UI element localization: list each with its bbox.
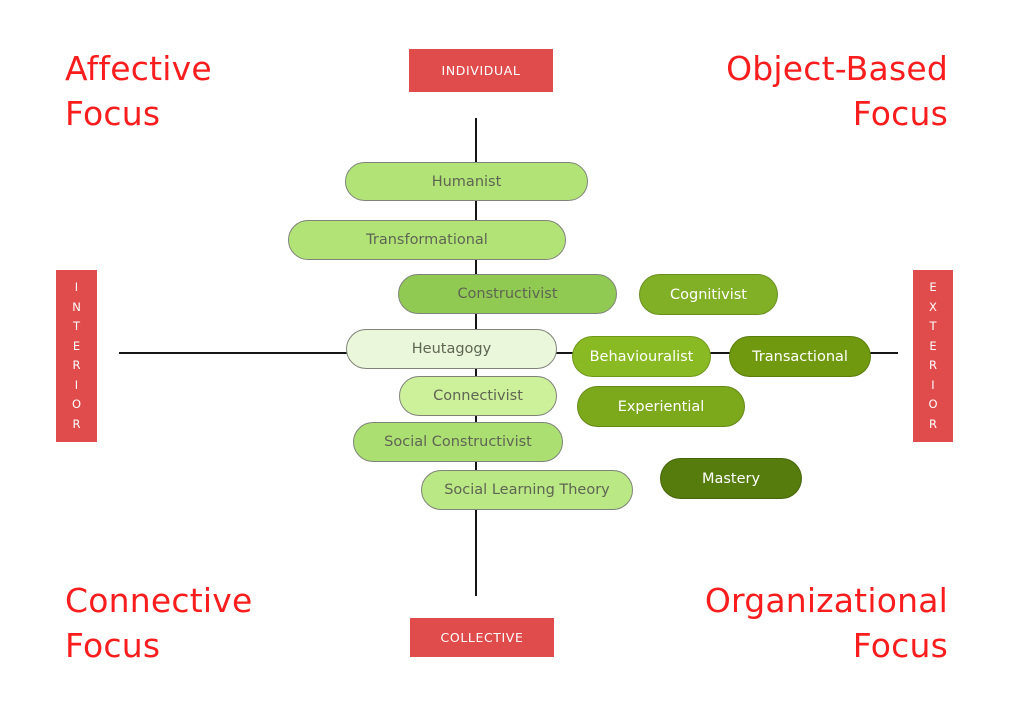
quadrant-label-object-based-focus: Object-Based Focus bbox=[726, 46, 948, 136]
theory-pill-heutagogy: Heutagogy bbox=[346, 329, 557, 369]
theory-pill-constructivist: Constructivist bbox=[398, 274, 617, 314]
theory-pill-social-learning-theory: Social Learning Theory bbox=[421, 470, 633, 510]
theory-pill-cognitivist: Cognitivist bbox=[639, 274, 778, 315]
axis-label-collective: COLLECTIVE bbox=[410, 618, 554, 657]
theory-pill-social-constructivist: Social Constructivist bbox=[353, 422, 563, 462]
theory-pill-transformational: Transformational bbox=[288, 220, 566, 260]
quadrant-label-line: Focus bbox=[65, 94, 161, 133]
axis-label-exterior: E X T E R I O R bbox=[913, 270, 953, 442]
theory-pill-connectivist: Connectivist bbox=[399, 376, 557, 416]
quadrant-label-line: Focus bbox=[65, 626, 161, 665]
theory-pill-behaviouralist: Behaviouralist bbox=[572, 336, 711, 377]
theory-pill-experiential: Experiential bbox=[577, 386, 745, 427]
quadrant-label-line: Focus bbox=[852, 626, 948, 665]
quadrant-label-line: Object-Based bbox=[726, 49, 948, 88]
quadrant-label-affective-focus: Affective Focus bbox=[65, 46, 212, 136]
quadrant-label-line: Focus bbox=[852, 94, 948, 133]
quadrant-label-organizational-focus: Organizational Focus bbox=[705, 578, 948, 668]
quadrant-label-line: Connective bbox=[65, 581, 253, 620]
theory-pill-transactional: Transactional bbox=[729, 336, 871, 377]
quadrant-label-line: Affective bbox=[65, 49, 212, 88]
quadrant-label-connective-focus: Connective Focus bbox=[65, 578, 252, 668]
axis-label-individual: INDIVIDUAL bbox=[409, 49, 553, 92]
theory-pill-mastery: Mastery bbox=[660, 458, 802, 499]
theory-pill-humanist: Humanist bbox=[345, 162, 588, 201]
quadrant-label-line: Organizational bbox=[704, 581, 948, 620]
axis-label-interior: I N T E R I O R bbox=[56, 270, 97, 442]
